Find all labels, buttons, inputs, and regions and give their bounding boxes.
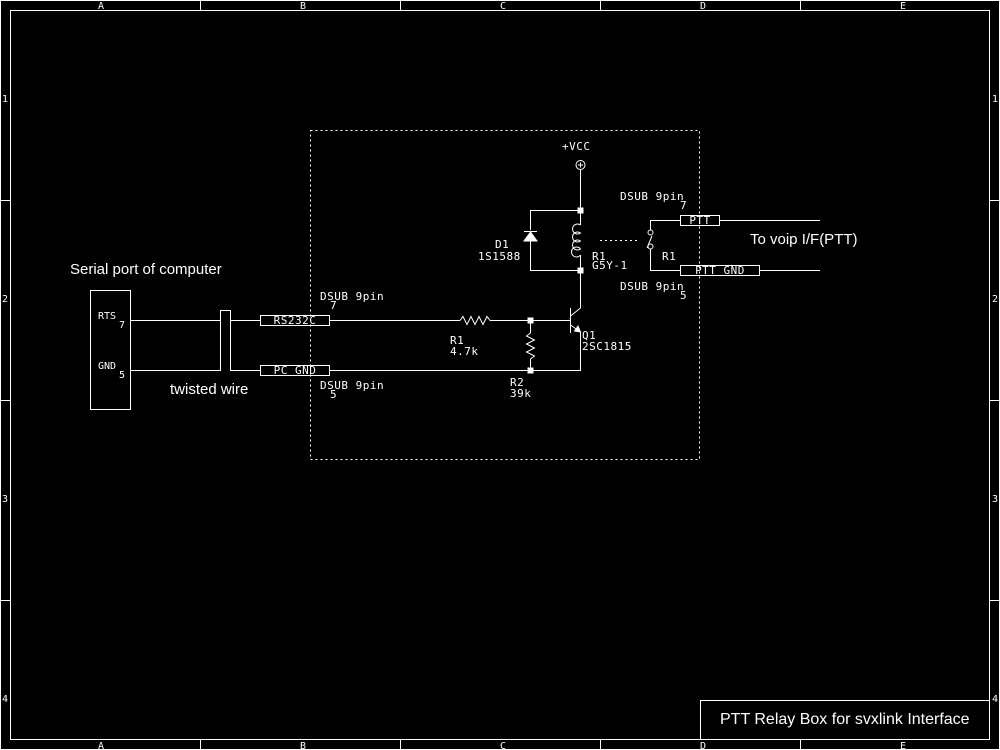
row-label-4-left: 4 [2, 694, 8, 705]
row-label-1-right: 1 [992, 94, 998, 105]
col-label-d-top: D [700, 1, 706, 12]
net-label-rs232c-box [260, 315, 330, 326]
relay-box-outline [310, 130, 700, 460]
relay-contact: R1 [646, 220, 680, 271]
col-label-a-bottom: A [98, 741, 104, 750]
gnd-wire [230, 320, 260, 371]
relay-contact-ref: R1 [662, 250, 676, 263]
net-label-ptt-box [680, 215, 720, 226]
net-label-ptt: PTT [689, 214, 710, 227]
relay-contact-terminal [647, 243, 654, 250]
col-label-c-bottom: C [500, 741, 506, 750]
resistor-r1-ref: R1 [450, 334, 464, 347]
output-dsub-top-pin: 7 [680, 199, 687, 212]
input-dsub-bottom-label: DSUB 9pin [320, 379, 384, 392]
vcc-symbol [575, 160, 586, 170]
relay-coil: R1 G5Y-1 [571, 170, 628, 274]
relay-contact-terminal [647, 229, 654, 236]
diode-d1-value: 1S1588 [478, 250, 521, 263]
pin-rts-name: RTS [98, 311, 116, 322]
resistor-r2-ref: R2 [510, 376, 524, 389]
sheet-title: PTT Relay Box for svxlink Interface [720, 711, 970, 728]
resistor-r1-symbol [459, 315, 491, 326]
serial-port-label: Serial port of computer [70, 261, 222, 278]
transistor-q1: Q1 2SC1815 [570, 307, 632, 353]
ground-return-wire [330, 332, 581, 371]
net-label-ptt-gnd-box [680, 265, 760, 276]
resistor-r1: R1 4.7k [330, 315, 570, 358]
resistor-r1-value: 4.7k [450, 345, 479, 358]
vcc-supply: +VCC [562, 140, 591, 170]
input-dsub-top-label: DSUB 9pin [320, 290, 384, 303]
col-label-e-top: E [900, 1, 906, 12]
col-label-e-bottom: E [900, 741, 906, 750]
input-dsub-top-pin: 7 [330, 299, 337, 312]
diode-d1-symbol [523, 231, 538, 242]
col-label-d-bottom: D [700, 741, 706, 750]
row-label-3-left: 3 [2, 494, 8, 505]
pin-rts-number: 7 [119, 320, 125, 331]
input-connector: RS232C PC GND DSUB 9pin 7 DSUB 9pin 5 [260, 290, 384, 401]
net-label-pc-gnd-box [260, 365, 330, 376]
input-dsub-bottom-pin: 5 [330, 388, 337, 401]
col-label-b-bottom: B [300, 741, 306, 750]
resistor-r2-value: 39k [510, 387, 531, 400]
col-label-b-top: B [300, 1, 306, 12]
net-label-ptt-gnd: PTT GND [695, 264, 745, 277]
diode-d1: D1 1S1588 [478, 210, 581, 271]
inner-border [10, 10, 990, 740]
relay-value: G5Y-1 [592, 259, 628, 272]
relay-ref: R1 [592, 250, 606, 263]
twisted-wire: twisted wire [130, 310, 260, 398]
col-label-a-top: A [98, 1, 104, 12]
transistor-q1-collector [570, 307, 581, 317]
output-dsub-top-label: DSUB 9pin [620, 190, 684, 203]
serial-port-connector: Serial port of computer RTS 7 GND 5 [70, 261, 222, 410]
transistor-q1-ref: Q1 [582, 329, 596, 342]
row-label-2-left: 2 [2, 294, 8, 305]
title-block-box [700, 700, 990, 740]
resistor-r2: R2 39k [510, 317, 536, 400]
twisted-wire-label: twisted wire [170, 381, 248, 398]
output-dsub-bottom-pin: 5 [680, 289, 687, 302]
net-label-rs232c: RS232C [274, 314, 317, 327]
title-block: PTT Relay Box for svxlink Interface [700, 700, 990, 740]
transistor-q1-arrow [573, 324, 582, 333]
gnd-wire-twist [130, 320, 221, 371]
net-label-pc-gnd: PC GND [274, 364, 317, 377]
output-connector: DSUB 9pin 7 PTT PTT GND DSUB 9pin 5 To v… [620, 190, 858, 302]
row-label-2-right: 2 [992, 294, 998, 305]
pin-gnd-number: 5 [119, 370, 125, 381]
voip-destination-label: To voip I/F(PTT) [750, 231, 858, 248]
relay-coil-symbol [571, 223, 582, 258]
diode-d1-ref: D1 [495, 238, 509, 251]
row-label-3-right: 3 [992, 494, 998, 505]
row-label-1-left: 1 [2, 94, 8, 105]
pin-gnd-name: GND [98, 361, 116, 372]
serial-port-body [90, 290, 131, 410]
resistor-r2-symbol [525, 332, 536, 360]
output-dsub-bottom-label: DSUB 9pin [620, 280, 684, 293]
col-label-c-top: C [500, 1, 506, 12]
row-label-4-right: 4 [992, 694, 998, 705]
rts-wire [130, 310, 260, 321]
transistor-q1-value: 2SC1815 [582, 340, 632, 353]
vcc-label: +VCC [562, 140, 591, 153]
